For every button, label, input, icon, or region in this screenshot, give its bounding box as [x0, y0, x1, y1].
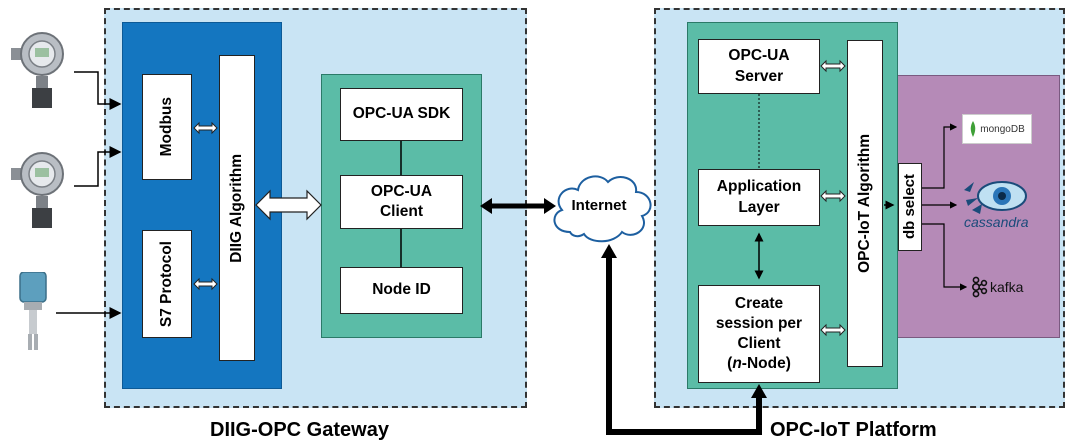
opc-ua-client-box: OPC-UA Client: [340, 175, 463, 229]
internet-label: Internet: [571, 197, 627, 214]
opc-ua-sdk-box: OPC-UA SDK: [340, 88, 463, 141]
modbus-box: Modbus: [142, 74, 192, 180]
pressure-sensor-2-icon: [11, 152, 64, 228]
s7-protocol-box: S7 Protocol: [142, 230, 192, 338]
session-node-label: (n-Node): [727, 355, 791, 373]
gateway-caption: DIIG-OPC Gateway: [210, 419, 389, 441]
diig-algorithm-box: DIIG Algorithm: [219, 55, 255, 361]
level-sensor-icon: [19, 272, 47, 350]
opc-ua-server-box: OPC-UA Server: [698, 39, 820, 94]
create-session-box: Create session per Client (n-Node): [698, 285, 820, 383]
pressure-sensor-1-icon: [11, 32, 64, 108]
cassandra-logo: cassandra: [960, 176, 1040, 232]
cassandra-eye-icon: [964, 181, 1027, 214]
kafka-logo: kafka: [970, 274, 1040, 300]
node-id-box: Node ID: [340, 267, 463, 314]
platform-caption: OPC-IoT Platform: [770, 419, 937, 441]
kafka-icon: [971, 276, 988, 298]
db-select-box: db select: [898, 163, 922, 251]
mongodb-logo: mongoDB: [962, 114, 1032, 144]
mongodb-leaf-icon: [971, 121, 976, 137]
opc-iot-algorithm-box: OPC-IoT Algorithm: [847, 40, 883, 367]
application-layer-box: Application Layer: [698, 169, 820, 226]
